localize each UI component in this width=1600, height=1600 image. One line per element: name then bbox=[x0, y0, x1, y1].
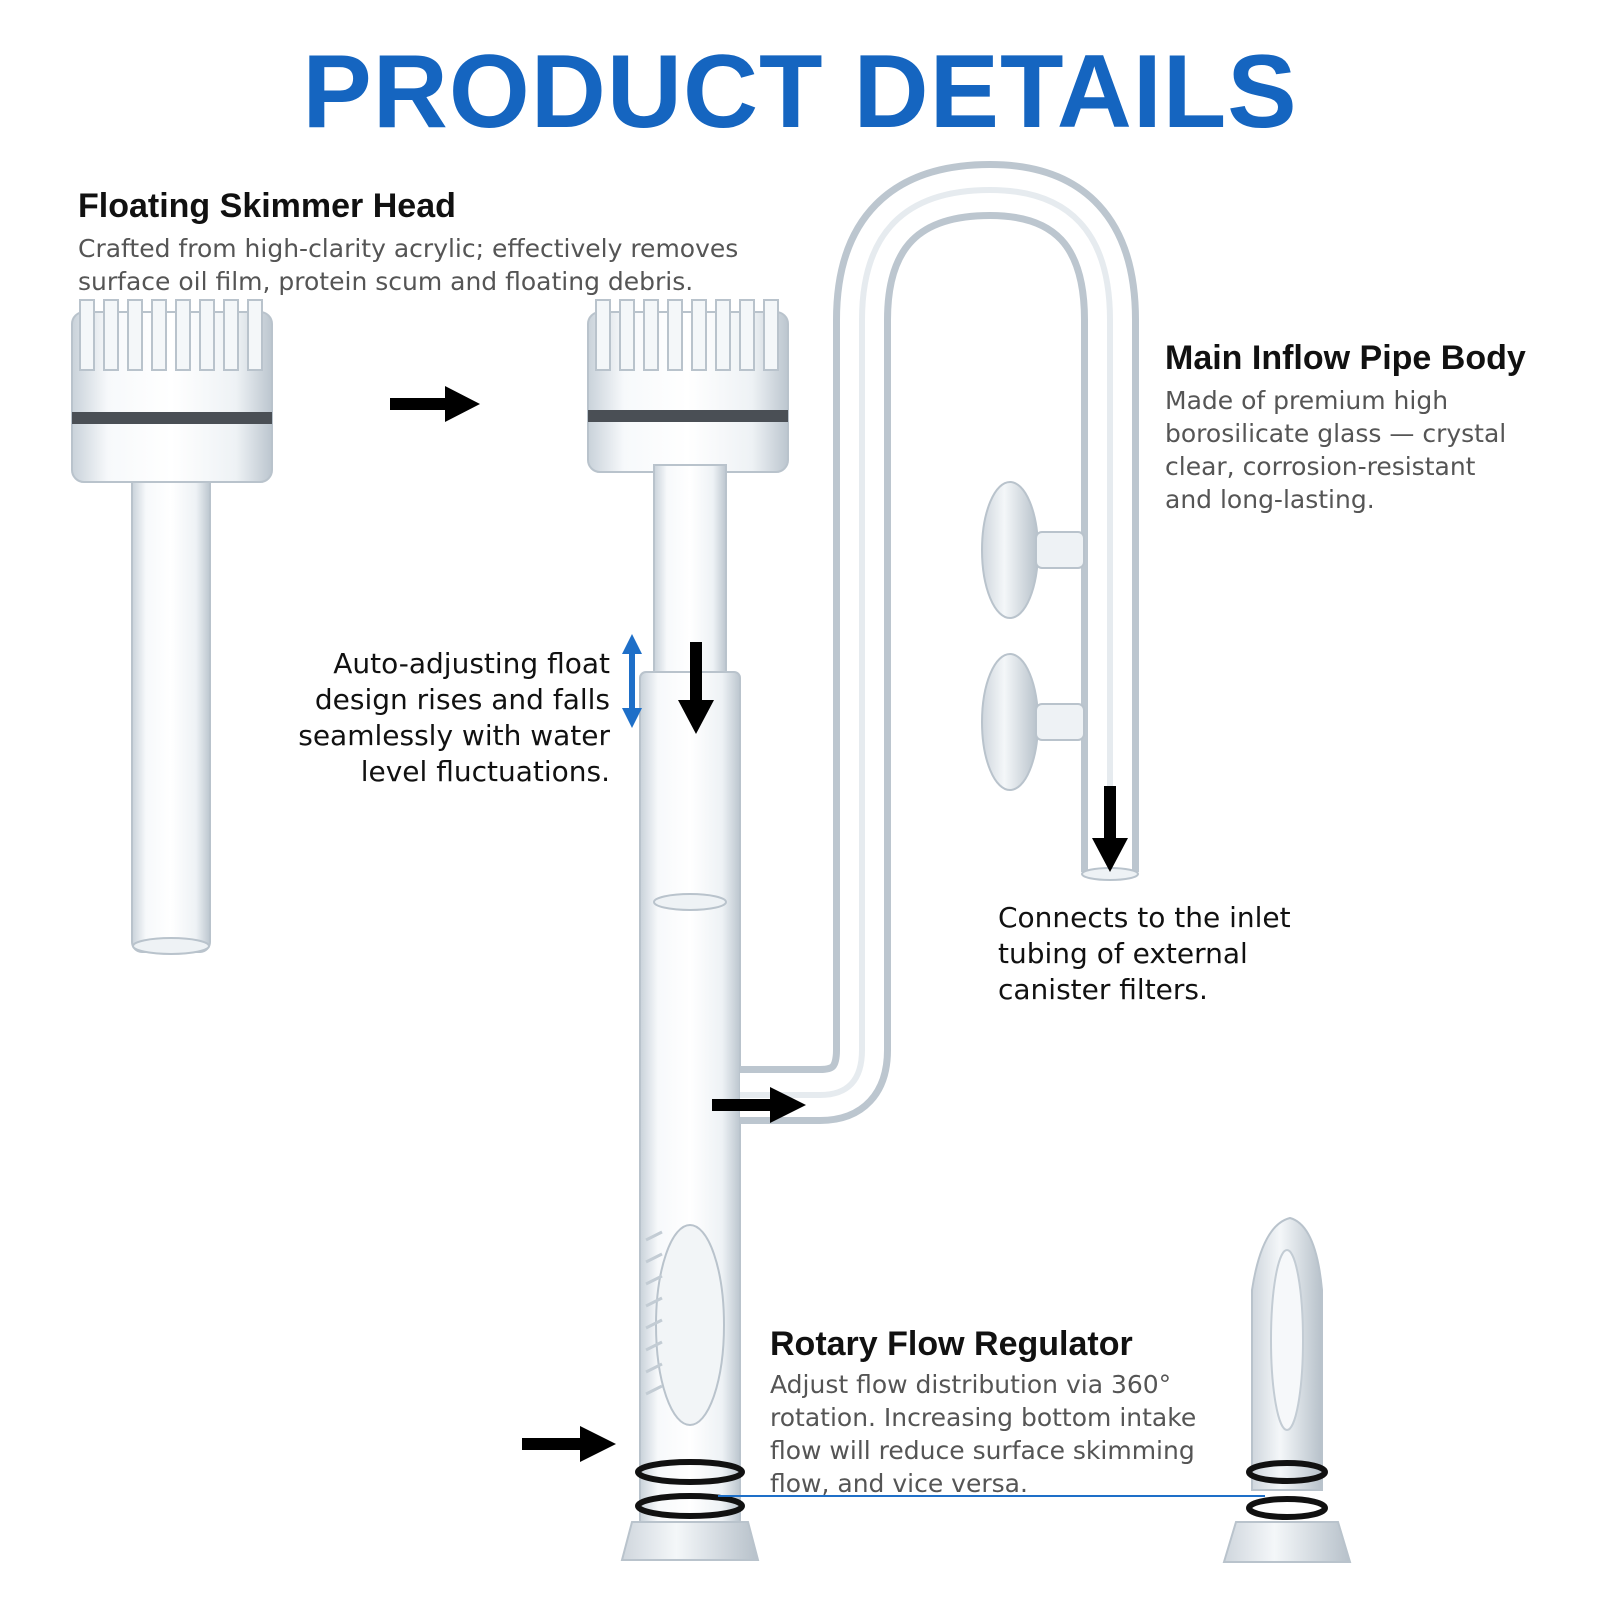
inflow-pipe bbox=[740, 160, 1139, 1124]
flow-regulator-description: Adjust flow distribution via 360° rotati… bbox=[770, 1368, 1196, 1500]
main-tube bbox=[620, 464, 760, 1561]
inflow-pipe-line: Made of premium high bbox=[1165, 386, 1449, 415]
flow-regulator-heading: Rotary Flow Regulator bbox=[770, 1325, 1133, 1363]
right-arrow-icon bbox=[390, 386, 480, 422]
inflow-pipe-description: Made of premium high borosilicate glass … bbox=[1165, 384, 1506, 516]
inflow-pipe-line: and long-lasting. bbox=[1165, 485, 1375, 514]
inlet-note-line: tubing of external bbox=[998, 937, 1248, 970]
skimmer-head-description: Crafted from high-clarity acrylic; effec… bbox=[78, 232, 738, 298]
skimmer-head-assembled bbox=[587, 299, 789, 473]
side-inlet-arrow-icon bbox=[712, 1087, 806, 1123]
flow-regulator-part bbox=[1222, 1216, 1352, 1563]
bottom-intake-arrow-icon bbox=[522, 1426, 616, 1462]
inlet-note-line: Connects to the inlet bbox=[998, 901, 1291, 934]
suction-cup-upper bbox=[981, 481, 1085, 619]
float-note-line: level fluctuations. bbox=[360, 755, 610, 788]
float-note-line: Auto-adjusting float bbox=[333, 647, 610, 680]
float-note-line: design rises and falls bbox=[314, 683, 610, 716]
down-arrow-icon bbox=[678, 642, 714, 734]
up-down-arrow-icon bbox=[622, 634, 642, 728]
inflow-pipe-line: borosilicate glass — crystal bbox=[1165, 419, 1507, 448]
float-note: Auto-adjusting float design rises and fa… bbox=[240, 646, 610, 790]
flow-regulator-line: flow will reduce surface skimming bbox=[770, 1436, 1195, 1465]
float-note-line: seamlessly with water bbox=[298, 719, 610, 752]
inlet-note: Connects to the inlet tubing of external… bbox=[998, 900, 1291, 1008]
flow-regulator-line: Adjust flow distribution via 360° bbox=[770, 1370, 1172, 1399]
flow-regulator-line: rotation. Increasing bottom intake bbox=[770, 1403, 1197, 1432]
page-title: PRODUCT DETAILS bbox=[302, 34, 1298, 150]
inflow-pipe-heading: Main Inflow Pipe Body bbox=[1165, 339, 1526, 377]
skimmer-head-standalone bbox=[71, 299, 273, 955]
skimmer-head-heading: Floating Skimmer Head bbox=[78, 187, 456, 225]
inlet-note-line: canister filters. bbox=[998, 973, 1208, 1006]
skimmer-head-line: Crafted from high-clarity acrylic; effec… bbox=[78, 234, 739, 263]
inflow-pipe-line: clear, corrosion-resistant bbox=[1165, 452, 1476, 481]
skimmer-head-line: surface oil film, protein scum and float… bbox=[78, 267, 694, 296]
outlet-arrow-icon bbox=[1092, 786, 1128, 872]
flow-regulator-line: flow, and vice versa. bbox=[770, 1469, 1028, 1498]
suction-cup-lower bbox=[981, 653, 1085, 791]
